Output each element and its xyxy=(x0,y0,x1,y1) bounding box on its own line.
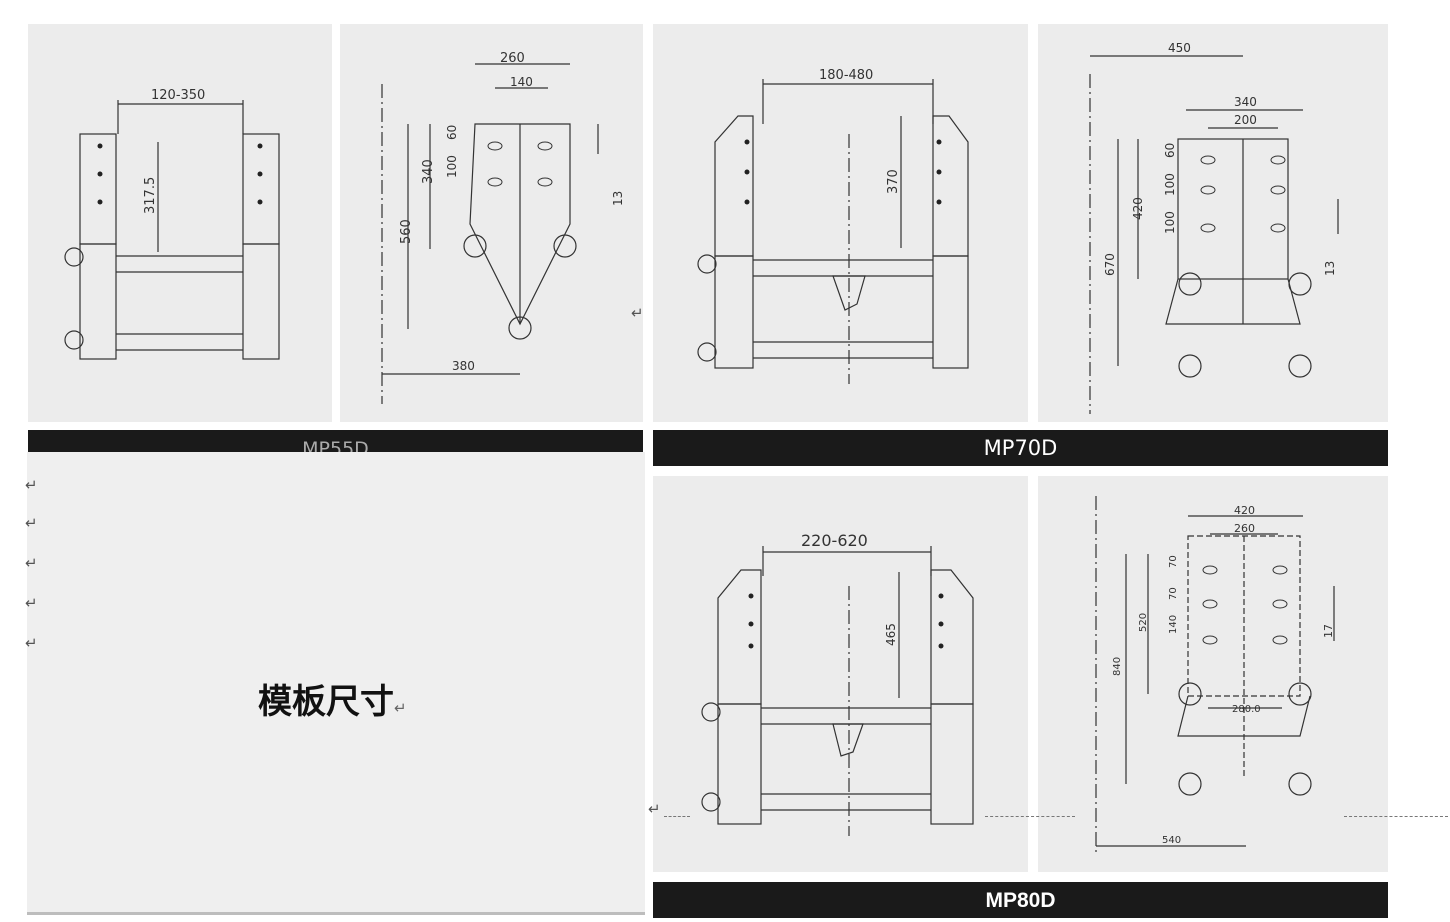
text-overlay-box[interactable] xyxy=(27,452,645,915)
mp80d-front-h520: 520 xyxy=(1138,613,1149,632)
mp55d-front-drawing: 260 140 60 100 340 560 13 380 xyxy=(340,24,643,422)
dashed-underline xyxy=(1344,816,1448,817)
paragraph-mark: ↵ xyxy=(25,594,38,612)
mp80d-side-span: 220-620 xyxy=(801,531,868,550)
paragraph-mark: ↵ xyxy=(25,476,38,494)
mp70d-front-width-inner: 200 xyxy=(1234,113,1257,127)
paragraph-mark: ↵ xyxy=(25,514,38,532)
mp70d-side-drawing: 180-480 370 xyxy=(653,24,1028,422)
mp80d-front-h70a: 70 xyxy=(1168,555,1179,568)
mp80d-front-h840: 840 xyxy=(1112,657,1123,676)
mp55d-front-h13: 13 xyxy=(611,191,625,206)
paragraph-mark: ↵ xyxy=(25,554,38,572)
dashed-underline xyxy=(985,816,1075,817)
mp80d-side-drawing: 220-620 465 xyxy=(653,476,1028,872)
mp80d-front-drawing: 420 260 70 70 140 520 840 17 280.0 540 xyxy=(1038,476,1388,872)
mp55d-side-height: 317.5 xyxy=(143,177,158,214)
mp80d-front-h70b: 70 xyxy=(1168,587,1179,600)
mp70d-front-h420: 420 xyxy=(1131,197,1145,220)
paragraph-mark: ↵ xyxy=(648,800,661,818)
mp70d-front-h60: 60 xyxy=(1163,143,1177,158)
mp80d-front-h17: 17 xyxy=(1322,624,1335,638)
mp80d-front-bottom: 540 xyxy=(1162,835,1181,846)
mp80d-title-bar: MP80D xyxy=(653,882,1388,918)
mp55d-front-bottom: 380 xyxy=(452,359,475,373)
paragraph-mark: ↵ xyxy=(394,699,407,717)
page-heading: 模板尺寸↵ xyxy=(258,674,407,723)
mp70d-front-top: 450 xyxy=(1168,41,1191,55)
mp55d-front-width-inner: 140 xyxy=(510,75,533,89)
mp70d-side-height: 370 xyxy=(886,169,901,194)
mp70d-front-drawing: 450 340 200 60 100 100 420 670 13 xyxy=(1038,24,1388,422)
paragraph-mark: ↵ xyxy=(25,634,38,652)
mp55d-front-width-outer: 260 xyxy=(500,51,525,66)
mp80d-front-h140: 140 xyxy=(1168,615,1179,634)
mp80d-front-width-inner: 260 xyxy=(1234,522,1255,535)
heading-text: 模板尺寸 xyxy=(258,682,394,722)
mp70d-front-h670: 670 xyxy=(1103,253,1117,276)
mp70d-front-h100a: 100 xyxy=(1163,173,1177,196)
mp55d-front-h60: 60 xyxy=(445,125,459,140)
mp55d-front-h100: 100 xyxy=(445,155,459,178)
mp55d-side-drawing: 120-350 317.5 xyxy=(28,24,332,422)
mp55d-front-h340: 340 xyxy=(421,159,436,184)
mp55d-front-h560: 560 xyxy=(399,219,414,244)
mp70d-front-width-outer: 340 xyxy=(1234,95,1257,109)
mp55d-side-span: 120-350 xyxy=(151,88,205,103)
paragraph-mark: ↵ xyxy=(631,304,644,322)
mp70d-side-span: 180-480 xyxy=(819,68,873,83)
mp70d-model-label: MP70D xyxy=(983,436,1058,460)
mp70d-front-h13: 13 xyxy=(1323,261,1337,276)
mp70d-front-h100b: 100 xyxy=(1163,211,1177,234)
mp80d-side-height: 465 xyxy=(884,623,898,646)
mp80d-model-label: MP80D xyxy=(985,889,1056,912)
mp80d-front-center: 280.0 xyxy=(1232,704,1261,715)
mp70d-title-bar: MP70D xyxy=(653,430,1388,466)
dashed-underline xyxy=(664,816,690,817)
mp80d-front-width-outer: 420 xyxy=(1234,504,1255,517)
